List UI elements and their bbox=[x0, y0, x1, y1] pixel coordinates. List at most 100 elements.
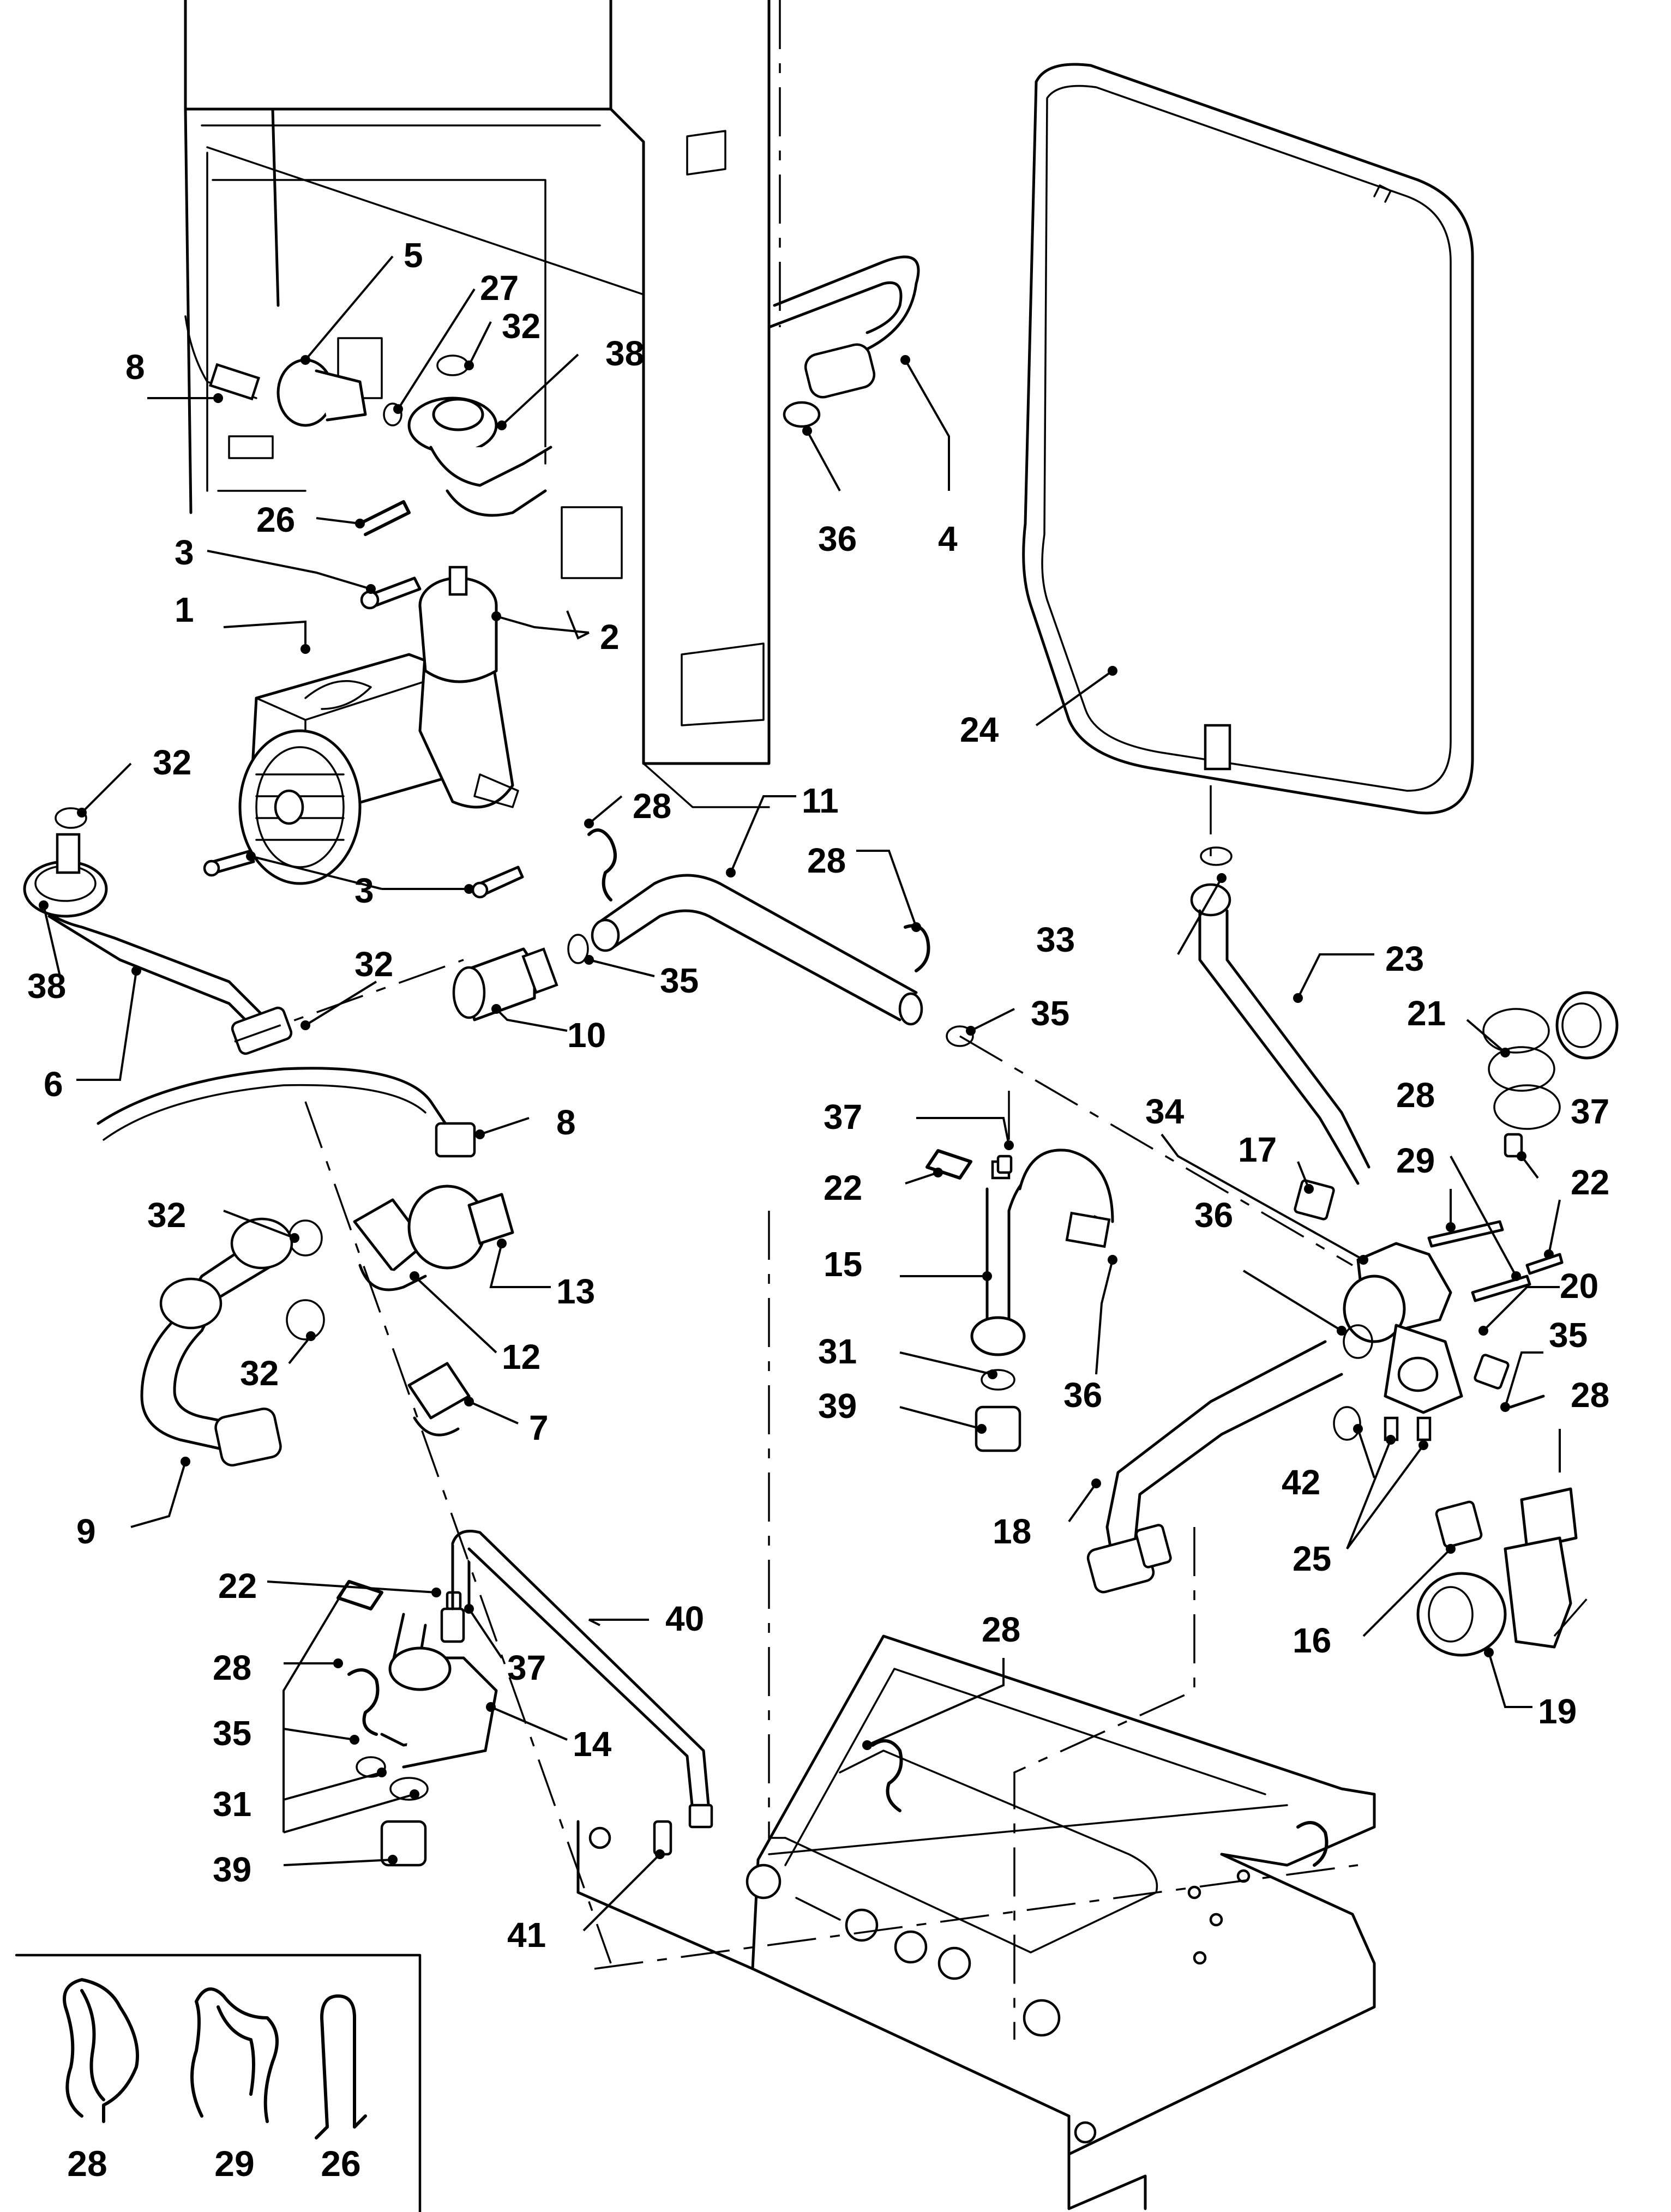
label-1: 1 bbox=[175, 590, 194, 629]
label-17: 17 bbox=[1238, 1130, 1277, 1169]
part-3-screws bbox=[203, 576, 524, 899]
legend-clip-26: 26 bbox=[315, 1994, 367, 2184]
label-20: 20 bbox=[1560, 1266, 1598, 1306]
part-22-clip-mid bbox=[925, 1149, 972, 1180]
part-8-harness bbox=[97, 1067, 476, 1158]
part-41-pin bbox=[653, 1820, 672, 1856]
part-4-pipe bbox=[767, 255, 920, 428]
label-9: 9 bbox=[76, 1512, 96, 1551]
leader-lines bbox=[39, 255, 1561, 1932]
label-42: 42 bbox=[1282, 1463, 1320, 1502]
label-10: 10 bbox=[567, 1015, 606, 1055]
part-17-fitting bbox=[1294, 1179, 1335, 1221]
label-28-c: 28 bbox=[1396, 1075, 1435, 1115]
part-33-washer bbox=[1200, 846, 1233, 866]
label-16: 16 bbox=[1293, 1621, 1331, 1660]
part-20-valve-body bbox=[1343, 1242, 1463, 1414]
label-35-a: 35 bbox=[660, 961, 699, 1000]
label-32-lower: 32 bbox=[240, 1354, 279, 1393]
label-36-right: 36 bbox=[1194, 1195, 1233, 1235]
legend-clip-29: 29 bbox=[190, 1987, 279, 2184]
label-4: 4 bbox=[938, 519, 958, 558]
part-14-pipe bbox=[380, 1607, 498, 1769]
part-40-pipe bbox=[451, 1530, 713, 1829]
label-3-bottom: 3 bbox=[354, 871, 374, 910]
assembly-axes bbox=[234, 0, 1594, 2040]
label-22-mid: 22 bbox=[824, 1168, 862, 1207]
legend-label-29: 29 bbox=[214, 2143, 254, 2184]
label-22-low: 22 bbox=[218, 1566, 257, 1606]
part-31-35-39-low bbox=[356, 1756, 429, 1867]
label-8-top: 8 bbox=[125, 347, 145, 387]
part-25-screws bbox=[1384, 1416, 1432, 1441]
part-7-bracket bbox=[407, 1362, 471, 1436]
part-28-base-clips bbox=[871, 1739, 1329, 1867]
part-28-clip-low bbox=[347, 1668, 380, 1736]
label-28-e: 28 bbox=[213, 1648, 251, 1687]
label-11: 11 bbox=[802, 781, 839, 820]
label-34: 34 bbox=[1145, 1092, 1185, 1131]
part-38-left bbox=[23, 833, 108, 918]
label-33: 33 bbox=[1036, 920, 1075, 959]
label-24: 24 bbox=[960, 710, 999, 749]
label-29: 29 bbox=[1396, 1141, 1435, 1180]
label-37-low: 37 bbox=[507, 1648, 546, 1687]
part-5-sensor bbox=[184, 315, 367, 427]
boiler-frame bbox=[184, 0, 771, 808]
part-24-expansion-vessel bbox=[1022, 63, 1474, 815]
part-35-rings bbox=[567, 934, 974, 1047]
label-35-c: 35 bbox=[1549, 1315, 1588, 1355]
part-32-left-washer bbox=[55, 807, 87, 829]
part-23-pipe bbox=[1190, 883, 1371, 1185]
part-9-pipe bbox=[140, 1217, 293, 1466]
label-6: 6 bbox=[44, 1065, 63, 1104]
part-1-pump bbox=[238, 653, 460, 885]
label-39-low: 39 bbox=[213, 1850, 251, 1889]
part-16-fittings bbox=[1435, 1487, 1578, 1550]
part-38-connector bbox=[407, 396, 552, 517]
part-36-rings-right bbox=[1333, 1324, 1373, 1441]
label-37-right: 37 bbox=[1571, 1092, 1609, 1131]
part-13-sensor bbox=[407, 1185, 514, 1270]
label-28-f: 28 bbox=[982, 1610, 1020, 1649]
label-19: 19 bbox=[1538, 1692, 1577, 1731]
label-8-harness: 8 bbox=[556, 1103, 576, 1142]
label-2: 2 bbox=[600, 617, 620, 657]
label-28-d: 28 bbox=[1571, 1375, 1609, 1415]
label-41: 41 bbox=[507, 1915, 546, 1955]
label-37-mid: 37 bbox=[824, 1097, 862, 1137]
label-12: 12 bbox=[502, 1337, 540, 1377]
label-35-b: 35 bbox=[1031, 994, 1069, 1033]
label-35-d: 35 bbox=[213, 1714, 251, 1753]
part-2-pump-body bbox=[418, 566, 519, 809]
label-36-top: 36 bbox=[818, 519, 857, 558]
part-21-gauge bbox=[1482, 991, 1619, 1130]
label-14: 14 bbox=[573, 1724, 612, 1764]
part-labels: 1 2 3 3 4 5 6 7 8 8 9 10 11 12 13 14 15 … bbox=[27, 236, 1609, 1955]
label-23: 23 bbox=[1385, 939, 1424, 978]
label-3-top: 3 bbox=[175, 533, 194, 572]
label-32-mid: 32 bbox=[354, 945, 393, 984]
label-21: 21 bbox=[1407, 994, 1446, 1033]
part-10-fitting bbox=[452, 947, 558, 1021]
legend-clip-28: 28 bbox=[63, 1978, 139, 2184]
label-36-mid: 36 bbox=[1063, 1375, 1102, 1415]
clip-legend: 28 29 26 bbox=[15, 1953, 422, 2212]
label-13: 13 bbox=[556, 1272, 595, 1311]
label-40: 40 bbox=[665, 1599, 704, 1638]
label-5: 5 bbox=[404, 236, 423, 275]
label-32-top: 32 bbox=[502, 306, 540, 346]
boiler-base-frame bbox=[576, 1634, 1376, 2210]
label-22-right: 22 bbox=[1571, 1163, 1609, 1202]
legend-label-26: 26 bbox=[321, 2143, 360, 2184]
label-31-mid: 31 bbox=[818, 1332, 857, 1371]
label-39-mid: 39 bbox=[818, 1386, 857, 1426]
label-38-top: 38 bbox=[605, 334, 644, 373]
label-27: 27 bbox=[480, 268, 519, 308]
label-28-a: 28 bbox=[633, 786, 671, 826]
label-26: 26 bbox=[256, 500, 295, 539]
part-19-valve bbox=[1416, 1536, 1572, 1657]
label-25: 25 bbox=[1293, 1539, 1331, 1578]
